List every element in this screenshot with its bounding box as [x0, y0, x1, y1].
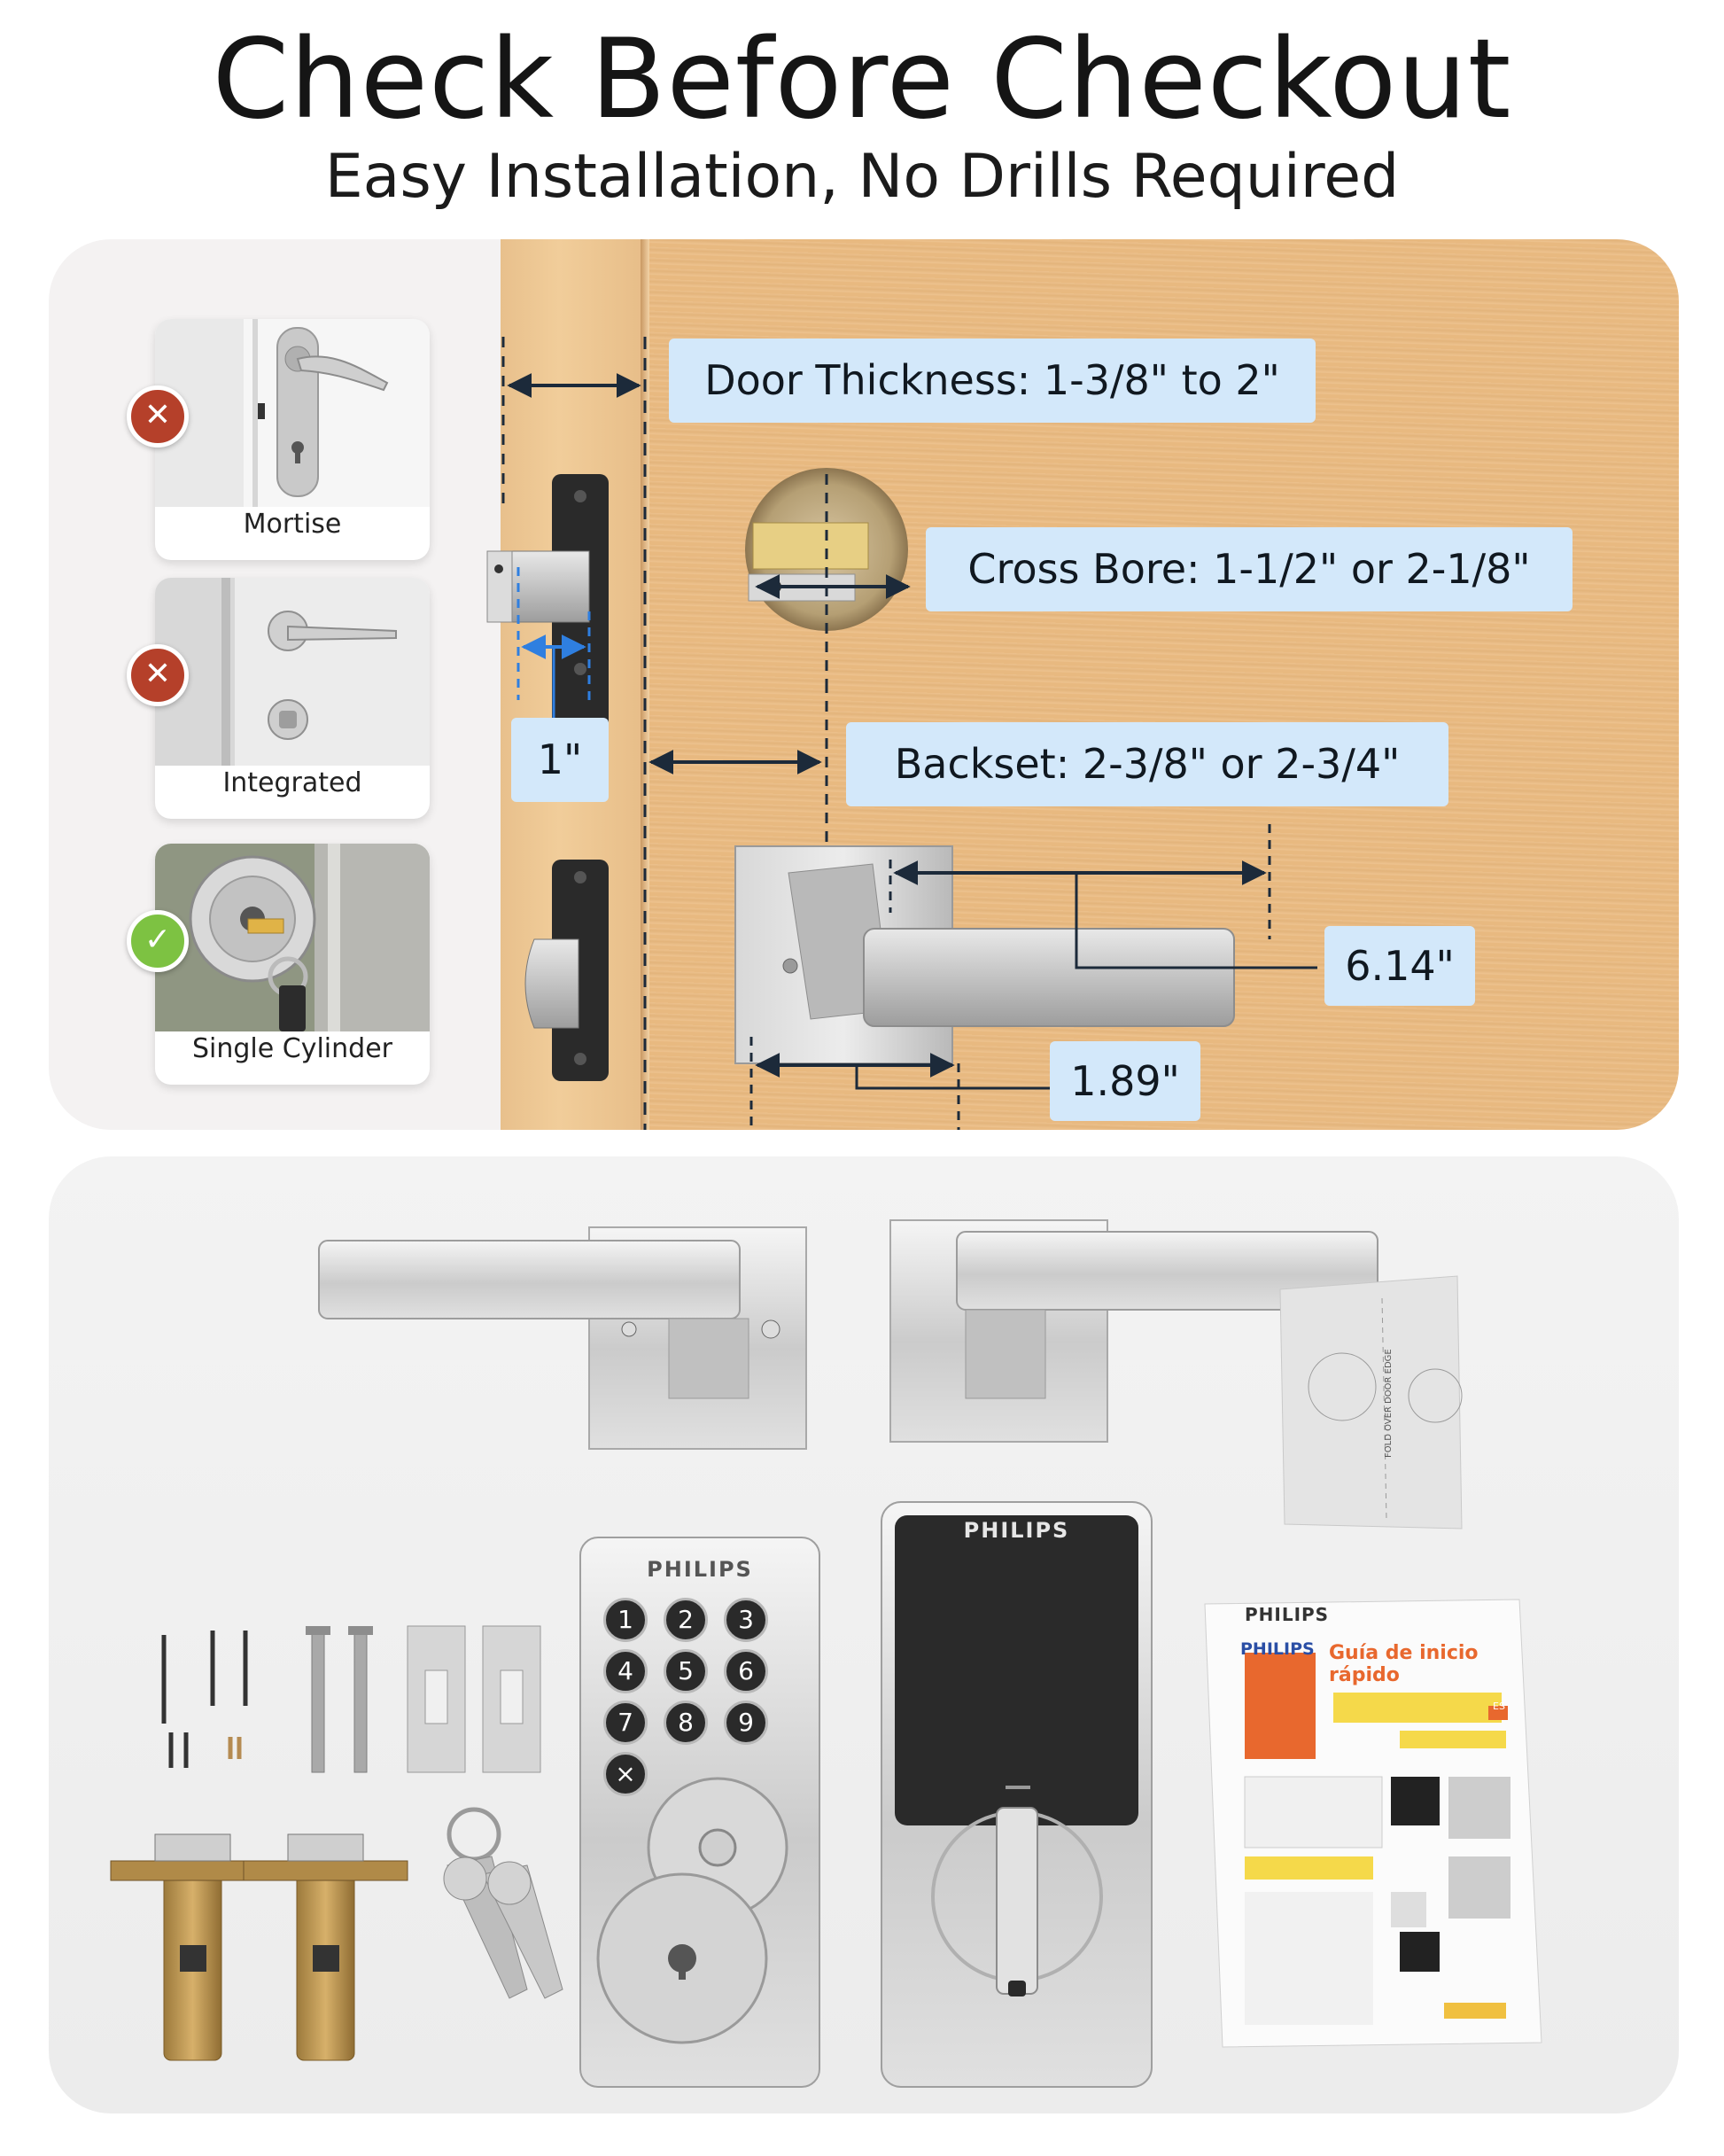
rose-width-label: 1.89"	[1050, 1041, 1200, 1121]
keypad-key: 8	[664, 1701, 708, 1745]
package-contents-panel: FOLD OVER DOOR EDGE	[49, 1156, 1679, 2113]
single-cylinder-deadbolt-photo	[155, 844, 430, 1031]
installation-diagram-panel: Mortise ✕ Integrated ✕ Single Cylind	[49, 239, 1679, 1130]
bolts	[306, 1626, 373, 1773]
keypad-key: 6	[724, 1649, 768, 1693]
integrated-lock-photo	[155, 578, 430, 766]
template-text: FOLD OVER DOOR EDGE	[1384, 1349, 1394, 1458]
backset-label: Backset: 2-3/8" or 2-3/4"	[846, 722, 1448, 806]
page-subtitle: Easy Installation, No Drills Required	[324, 142, 1400, 212]
guide-brand-top: PHILIPS	[1245, 1604, 1330, 1625]
check-mark-icon: ✓	[127, 910, 189, 972]
door-type-label: Single Cylinder	[192, 1033, 392, 1064]
keypad-brand: PHILIPS	[647, 1557, 753, 1582]
keys	[443, 1807, 563, 1999]
keypad-key: 9	[724, 1701, 768, 1745]
keypad-key: 5	[664, 1649, 708, 1693]
left-lever-handle	[318, 1240, 741, 1319]
x-mark-icon: ✕	[127, 385, 189, 448]
strike-plates	[407, 1625, 541, 1773]
latch-bolt-right	[243, 1833, 408, 2061]
door-type-label: Mortise	[243, 509, 342, 540]
keypad-key: 7	[603, 1701, 648, 1745]
door-thickness-label: Door Thickness: 1-3/8" to 2"	[669, 339, 1316, 423]
keypad-key: 3	[724, 1598, 768, 1642]
thumb-turn	[996, 1807, 1038, 1995]
lever-length-label: 6.14"	[1324, 926, 1475, 1006]
guide-title: Guía de inicio rápido	[1329, 1642, 1479, 1686]
package-contents-drawing: FOLD OVER DOOR EDGE	[110, 1219, 1542, 2088]
drilling-template-sheet: FOLD OVER DOOR EDGE	[1279, 1275, 1463, 1529]
mortise-lock-photo	[155, 319, 430, 507]
keypad-key: 1	[603, 1598, 648, 1642]
cross-bore-label: Cross Bore: 1-1/2" or 2-1/8"	[926, 527, 1573, 611]
latch-bolt-left	[110, 1833, 276, 2061]
guide-brand: PHILIPS	[1240, 1639, 1315, 1659]
latch-size-label: 1"	[511, 718, 609, 802]
door-type-card-mortise: Mortise	[155, 319, 430, 560]
door-type-label: Integrated	[222, 767, 362, 798]
page-title: Check Before Checkout	[212, 16, 1512, 144]
keypad-key: ×	[603, 1752, 648, 1796]
right-lever-handle	[956, 1231, 1378, 1311]
door-type-card-integrated: Integrated	[155, 578, 430, 819]
door-type-card-single-cylinder: Single Cylinder	[155, 844, 430, 1085]
guide-language-badge: ES	[1493, 1701, 1505, 1712]
quick-start-guide	[1204, 1599, 1542, 2048]
keypad-key: 4	[603, 1649, 648, 1693]
smart-lock-brand: PHILIPS	[963, 1518, 1070, 1543]
dimension-drawing	[486, 337, 1317, 1130]
x-mark-icon: ✕	[127, 644, 189, 706]
keypad-key: 2	[664, 1598, 708, 1642]
screws	[161, 1631, 248, 1768]
